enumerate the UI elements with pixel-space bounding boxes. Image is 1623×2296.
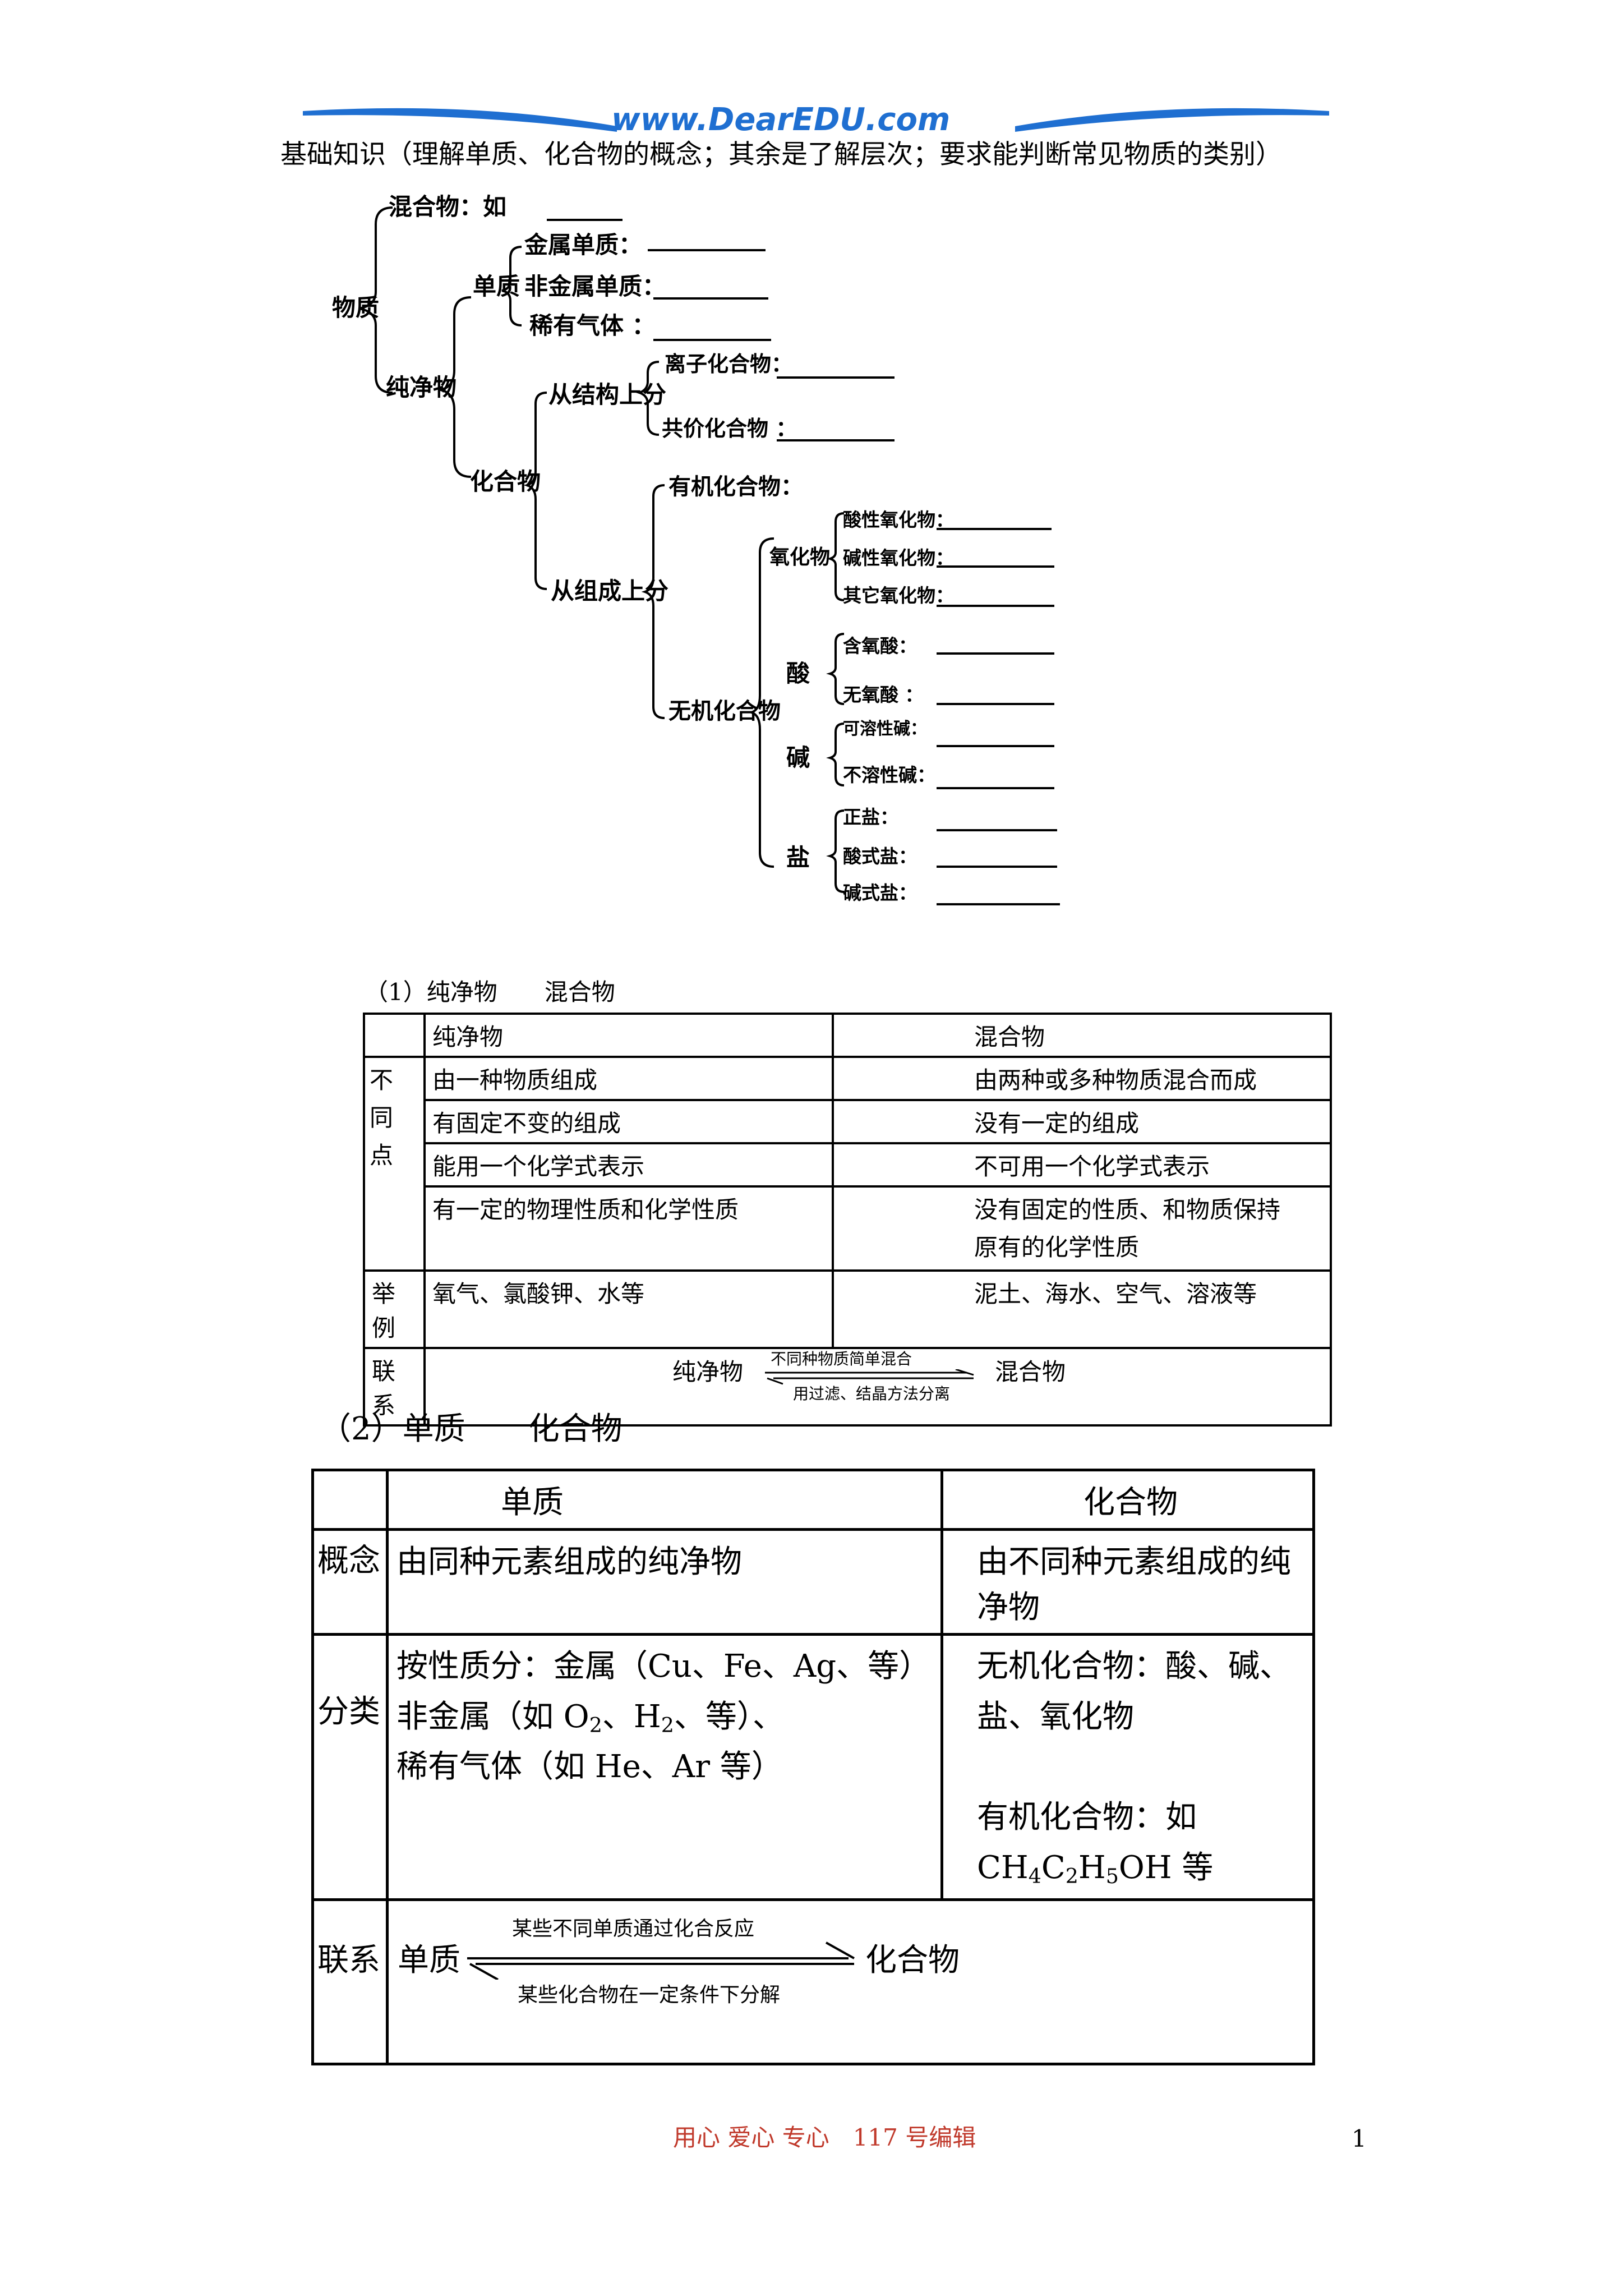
concept-compound: 由不同种元素组成的纯净物 — [940, 1528, 1315, 1636]
relation-right: 混合物 — [995, 1358, 1066, 1386]
page-number: 1 — [1352, 2125, 1367, 2152]
tree-normal-salt: 正盐： — [843, 806, 898, 828]
example-pure: 氧气、氯酸钾、水等 — [423, 1269, 834, 1350]
relation-left: 纯净物 — [672, 1358, 744, 1386]
tree-organic: 有机化合物： — [668, 473, 803, 500]
pure-vs-mixture-table: 纯净物 混合物 不 同 点 由一种物质组成 由两种或多种物质混合而成 有固定不变… — [363, 1013, 1332, 1427]
bracket-element — [501, 246, 522, 326]
class-compound-1: 无机化合物：酸、碱、盐、氧化物 — [977, 1648, 1291, 1735]
diff-label-1: 不 — [370, 1066, 394, 1094]
col-header-element: 单质 — [386, 1469, 943, 1531]
tree-insoluble-base: 不溶性碱： — [843, 764, 935, 786]
tree-metal: 金属单质： — [524, 231, 643, 259]
diff-pure-4: 有一定的物理性质和化学性质 — [423, 1185, 834, 1272]
tree-blank-lines — [547, 219, 1060, 905]
diff-mix-4: 没有固定的性质、和物质保持 — [974, 1196, 1281, 1223]
header-logo-text: www.DearEDU.com — [611, 102, 951, 138]
section1-heading: （1）纯净物 混合物 — [365, 978, 615, 1006]
footer-text: 用心 爱心 专心 117 号编辑 — [673, 2124, 976, 2151]
tree-other-oxide: 其它氧化物： — [843, 585, 954, 606]
header-logo-swoosh — [303, 108, 1329, 132]
tree-noble: 稀有气体 ： — [529, 312, 656, 339]
class-element-2: 非金属（如 O2、H2、等）、 — [396, 1698, 784, 1737]
col-header-compound: 化合物 — [940, 1469, 1315, 1531]
tree-acid-salt: 酸式盐： — [843, 845, 917, 867]
class-compound-2: 有机化合物：如 CH4C2H5OH 等 — [977, 1799, 1214, 1888]
bracket-substance — [358, 206, 393, 394]
tree-base: 碱 — [786, 744, 810, 771]
bracket-structure — [635, 361, 660, 436]
tree-element: 单质 — [473, 273, 520, 300]
tree-nonoxyacid: 无氧酸 ： — [843, 684, 924, 706]
relation2-arrows — [467, 1941, 855, 1980]
col-header-pure: 纯净物 — [423, 1013, 834, 1058]
tree-basic-salt: 碱式盐： — [843, 882, 917, 904]
page-title: 基础知识（理解单质、化合物的概念；其余是了解层次；要求能判断常见物质的类别） — [280, 139, 1282, 170]
diff-pure-1: 由一种物质组成 — [423, 1056, 834, 1101]
tree-mixture: 混合物：如 — [389, 193, 507, 220]
diff-pure-2: 有固定不变的组成 — [423, 1099, 834, 1144]
diff-mix-1: 由两种或多种物质混合而成 — [832, 1056, 1332, 1101]
element-vs-compound-table: 单质 化合物 概念 由同种元素组成的纯净物 由不同种元素组成的纯净物 分类 按性… — [311, 1469, 1315, 2066]
tree-root: 物质 — [332, 294, 380, 321]
bracket-acid — [826, 633, 845, 705]
tree-soluble-base: 可溶性碱： — [843, 719, 927, 739]
diff-label-2: 同 — [370, 1104, 394, 1132]
tree-compound: 化合物 — [470, 468, 541, 495]
example-label: 举例 — [363, 1269, 426, 1350]
bracket-inorganic — [748, 537, 774, 868]
tree-by-structure: 从结构上分 — [548, 381, 667, 408]
relation2-arrow-bottom-text: 某些化合物在一定条件下分解 — [518, 1984, 781, 2007]
class-label: 分类 — [311, 1632, 389, 1902]
relation2-label: 联系 — [311, 1898, 389, 2066]
tree-nonmetal: 非金属单质： — [524, 273, 666, 300]
class-element-3: 稀有气体（如 He、Ar 等） — [396, 1749, 783, 1786]
example-mix: 泥土、海水、空气、溶液等 — [832, 1269, 1332, 1350]
diff-mix-3: 不可用一个化学式表示 — [832, 1142, 1332, 1188]
relation-label: 联系 — [363, 1347, 426, 1427]
diff-mix-4b: 原有的化学性质 — [974, 1234, 1140, 1262]
tree-brackets — [358, 206, 845, 893]
class-element-1: 按性质分：金属（Cu、Fe、Ag、等） — [396, 1648, 931, 1685]
tree-pure: 纯净物 — [386, 374, 457, 401]
bracket-base — [826, 723, 845, 786]
relation2-cell: 单质 某些不同单质通过化合反应 某些化合物在一定条件下分解 化合物 — [386, 1898, 1315, 2066]
bracket-compound — [523, 392, 547, 590]
diff-mix-2: 没有一定的组成 — [832, 1099, 1332, 1144]
bracket-salt — [826, 809, 845, 893]
relation2-right: 化合物 — [865, 1942, 960, 1979]
diff-pure-3: 能用一个化学式表示 — [423, 1142, 834, 1188]
tree-salt: 盐 — [786, 844, 810, 871]
bracket-pure — [440, 296, 472, 478]
tree-basic-oxide: 碱性氧化物： — [843, 547, 954, 569]
bracket-oxide — [826, 512, 845, 601]
tree-by-composition: 从组成上分 — [551, 577, 669, 605]
relation2-arrow-top-text: 某些不同单质通过化合反应 — [512, 1917, 755, 1941]
relation-arrow-bottom-text: 用过滤、结晶方法分离 — [793, 1384, 951, 1404]
tree-oxide: 氧化物 — [769, 545, 831, 569]
relation-cell: 纯净物 不同种物质简单混合 用过滤、结晶方法分离 混合物 — [423, 1347, 1332, 1427]
bracket-composition — [641, 484, 665, 719]
tree-inorganic: 无机化合物 — [668, 698, 781, 724]
tree-acidic-oxide: 酸性氧化物： — [843, 509, 954, 531]
diff-label-3: 点 — [370, 1142, 394, 1170]
concept-label: 概念 — [311, 1528, 389, 1636]
section2-heading: （2）单质 化合物 — [320, 1411, 623, 1447]
concept-element: 由同种元素组成的纯净物 — [386, 1528, 943, 1636]
classification-tree — [358, 206, 1060, 905]
tree-acid: 酸 — [786, 660, 810, 687]
tree-covalent: 共价化合物 ： — [662, 416, 797, 441]
relation-arrow-top-text: 不同种物质简单混合 — [771, 1350, 912, 1369]
tree-oxyacid: 含氧酸： — [843, 635, 917, 657]
relation2-left: 单质 — [398, 1942, 460, 1979]
relation-arrows — [765, 1369, 974, 1385]
col-header-mix: 混合物 — [832, 1013, 1332, 1058]
tree-ionic: 离子化合物： — [665, 351, 793, 376]
